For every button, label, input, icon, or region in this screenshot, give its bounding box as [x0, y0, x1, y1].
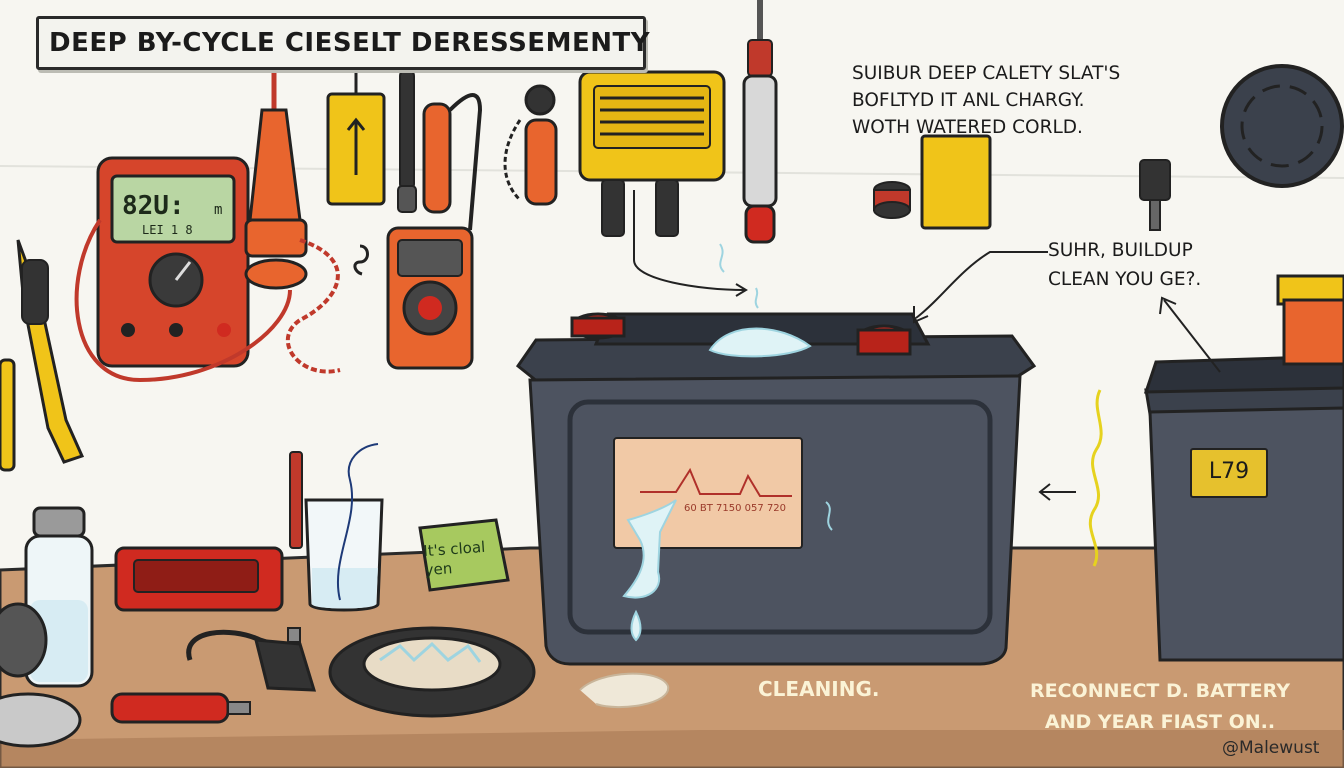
battery-label-caption: 60 BT 7150 057 720: [684, 503, 787, 514]
connector-icon: [1139, 159, 1171, 231]
page-title: DEEP BY-CYCLE CIESELT DERESSEMENTY: [49, 28, 651, 58]
jar-icon: [418, 518, 510, 592]
multimeter-reading: 82U:: [122, 191, 185, 221]
gear-ring-icon: [328, 626, 536, 718]
caption-cleaning: CLEANING.: [758, 677, 880, 701]
jar-label: It's cloal yen: [422, 537, 486, 580]
tool-case-icon: [114, 546, 284, 612]
clamp-meter-icon: [386, 226, 474, 370]
hydrometer-icon: [244, 70, 341, 374]
pencil-icon: [289, 451, 303, 549]
arrow-icon: [915, 251, 1048, 319]
yellow-tag-icon: [326, 70, 386, 206]
arrow-icon-2: [1163, 299, 1221, 373]
soldering-iron-icon: [742, 0, 778, 244]
gauge-icon: [1220, 64, 1344, 188]
yellow-box-icon: [920, 134, 992, 230]
multimeter-unit: m: [214, 202, 222, 218]
orange-probe-icon: [422, 93, 483, 231]
arrow-head: [913, 306, 929, 324]
arrow-head-2: [1159, 296, 1177, 315]
watermark: @Malewust: [1222, 738, 1320, 758]
spill-stain: [579, 672, 670, 709]
note-top-right: SUIBUR DEEP CALETY SLAT'S BOFLTYD IT ANL…: [852, 63, 1121, 138]
probe-tool-icon: [16, 239, 85, 464]
caption-reconnect: RECONNECT D. BATTERY AND YEAR FIAST ON..: [1030, 680, 1291, 733]
terminal-cap-icon: [873, 181, 911, 219]
hook-icon: [353, 244, 369, 276]
left-screwdriver-icon: [0, 358, 16, 472]
multimeter-subreading: LEI 1 8: [142, 223, 193, 237]
fizz-squiggle: [719, 243, 759, 309]
charger-icon: [578, 70, 748, 297]
side-battery-label: L79: [1190, 448, 1268, 498]
note-mid-right: SUHR, BUILDUP CLEAN YOU GE?.: [1048, 240, 1202, 290]
beaker-icon: [304, 443, 384, 612]
workbench-front: [0, 730, 1344, 768]
bench-screwdriver-icon: [110, 692, 251, 724]
arrow-icon-3: [1038, 483, 1076, 501]
water-drip: [622, 499, 677, 599]
water-drop: [630, 609, 642, 642]
wire-brush-icon: [503, 84, 558, 206]
grinder-icon: [186, 627, 317, 692]
screwdriver-icon: [397, 69, 417, 213]
battery-label-graph: [640, 467, 792, 497]
spark-squiggle: [1088, 389, 1103, 567]
round-part-icon: [0, 602, 82, 748]
multimeter-icon: [74, 156, 292, 383]
title-banner: DEEP BY-CYCLE CIESELT DERESSEMENTY: [36, 16, 650, 70]
fizz-squiggle-2: [825, 501, 833, 531]
